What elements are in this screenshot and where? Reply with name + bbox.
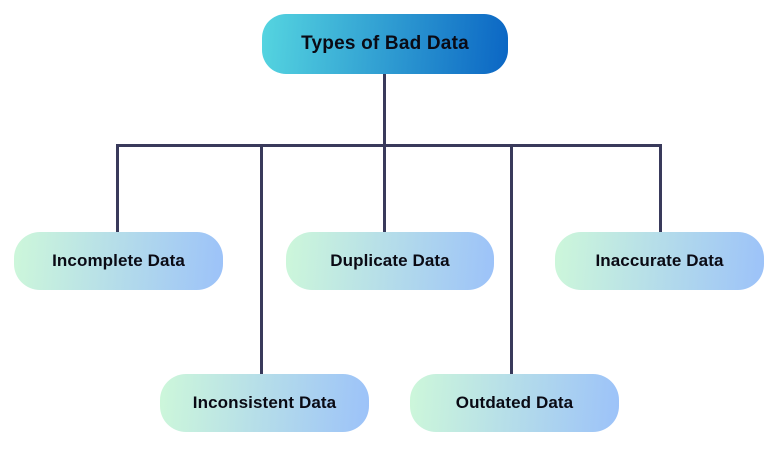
- node-inaccurate-data: Inaccurate Data: [555, 232, 764, 290]
- node-label: Types of Bad Data: [301, 33, 469, 54]
- node-label: Incomplete Data: [52, 251, 185, 270]
- node-inconsistent-data: Inconsistent Data: [160, 374, 369, 432]
- node-incomplete-data: Incomplete Data: [14, 232, 223, 290]
- node-duplicate-data: Duplicate Data: [286, 232, 494, 290]
- node-label: Outdated Data: [455, 393, 574, 412]
- connector-horizontal-bus: [116, 144, 662, 147]
- connector-drop-incomplete: [116, 144, 119, 234]
- connector-drop-outdated: [510, 144, 513, 376]
- connector-drop-duplicate: [383, 144, 386, 234]
- node-types-of-bad-data: Types of Bad Data: [262, 14, 508, 74]
- node-outdated-data: Outdated Data: [410, 374, 619, 432]
- node-label: Inaccurate Data: [595, 251, 724, 270]
- node-label: Inconsistent Data: [192, 393, 337, 412]
- connector-drop-inaccurate: [659, 144, 662, 234]
- connector-drop-inconsistent: [260, 144, 263, 376]
- connector-root-stub: [383, 72, 386, 147]
- node-label: Duplicate Data: [330, 251, 450, 270]
